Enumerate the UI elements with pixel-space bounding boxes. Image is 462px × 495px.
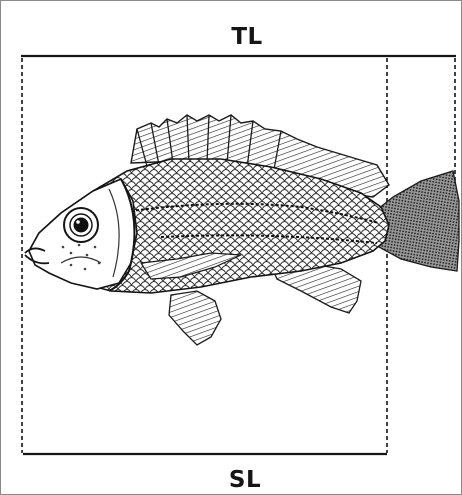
- total-length-label: TL: [207, 26, 287, 49]
- pelvic-fin: [169, 291, 221, 345]
- fish-illustration: [25, 115, 459, 345]
- fish-eye: [64, 208, 98, 242]
- standard-length-label: SL: [205, 469, 285, 492]
